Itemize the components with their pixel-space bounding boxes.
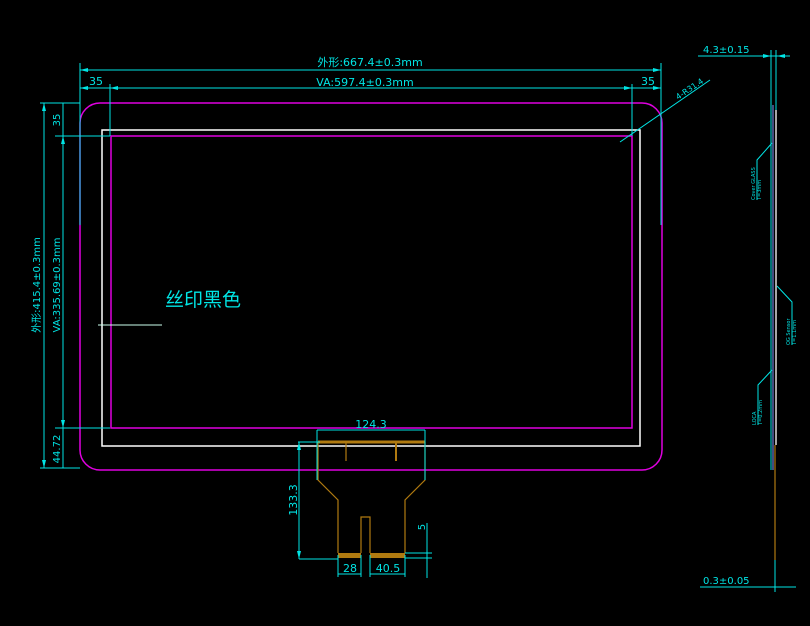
va-height-label: VA:335.69±0.3mm: [52, 238, 63, 333]
side-view: 4.3±0.15 0.3±0.05 Cover GLASST=3mm OG Se…: [698, 45, 798, 592]
viewing-area: [110, 135, 633, 429]
bottom-margin-label: 44.72: [52, 435, 63, 464]
panel-outline: [79, 102, 663, 471]
fpc-pad-right-label: 40.5: [376, 562, 401, 575]
fpc-dimensions: 124.3 133.3 28 40.5 5: [287, 418, 432, 578]
va-width-label: VA:597.4±0.3mm: [316, 76, 414, 89]
outer-height-label: 外形:415.4±0.3mm: [31, 237, 43, 333]
fpc-length-label: 133.3: [287, 484, 300, 516]
silkscreen-note: 丝印黑色: [98, 289, 241, 326]
total-thickness-label: 4.3±0.15: [703, 45, 750, 56]
outer-width-dimension: 外形:667.4±0.3mm: [79, 56, 662, 225]
corner-radius-label: 4-R31.4: [674, 77, 705, 102]
fpc-width-label: 124.3: [355, 418, 387, 431]
layer-loca-label: LOCAT=0.2mm: [752, 400, 764, 426]
film-thickness-label: 0.3±0.05: [703, 576, 750, 587]
va-height-dimension: VA:335.69±0.3mm 35 44.72: [52, 103, 110, 468]
top-margin-label: 35: [52, 114, 63, 127]
silkscreen-label: 丝印黑色: [165, 289, 241, 311]
fpc-gap-label: 5: [417, 524, 428, 530]
outer-height-dimension: 外形:415.4±0.3mm: [31, 102, 80, 469]
fpc-tail: [317, 440, 426, 558]
layer-og-sensor-label: OG SensorT=1.1mm: [786, 318, 798, 346]
left-margin-label: 35: [89, 75, 103, 88]
va-width-dimension: 35 VA:597.4±0.3mm 35: [80, 75, 661, 136]
fpc-pad-left: [338, 553, 361, 558]
fpc-pad-left-label: 28: [343, 562, 357, 575]
right-margin-label: 35: [641, 75, 655, 88]
corner-radius-leader: 4-R31.4: [619, 77, 711, 143]
white-border: [101, 129, 641, 447]
layer-cover-glass-label: Cover GLASST=3mm: [751, 167, 763, 201]
outer-width-label: 外形:667.4±0.3mm: [317, 56, 422, 69]
fpc-pad-right: [370, 553, 405, 558]
